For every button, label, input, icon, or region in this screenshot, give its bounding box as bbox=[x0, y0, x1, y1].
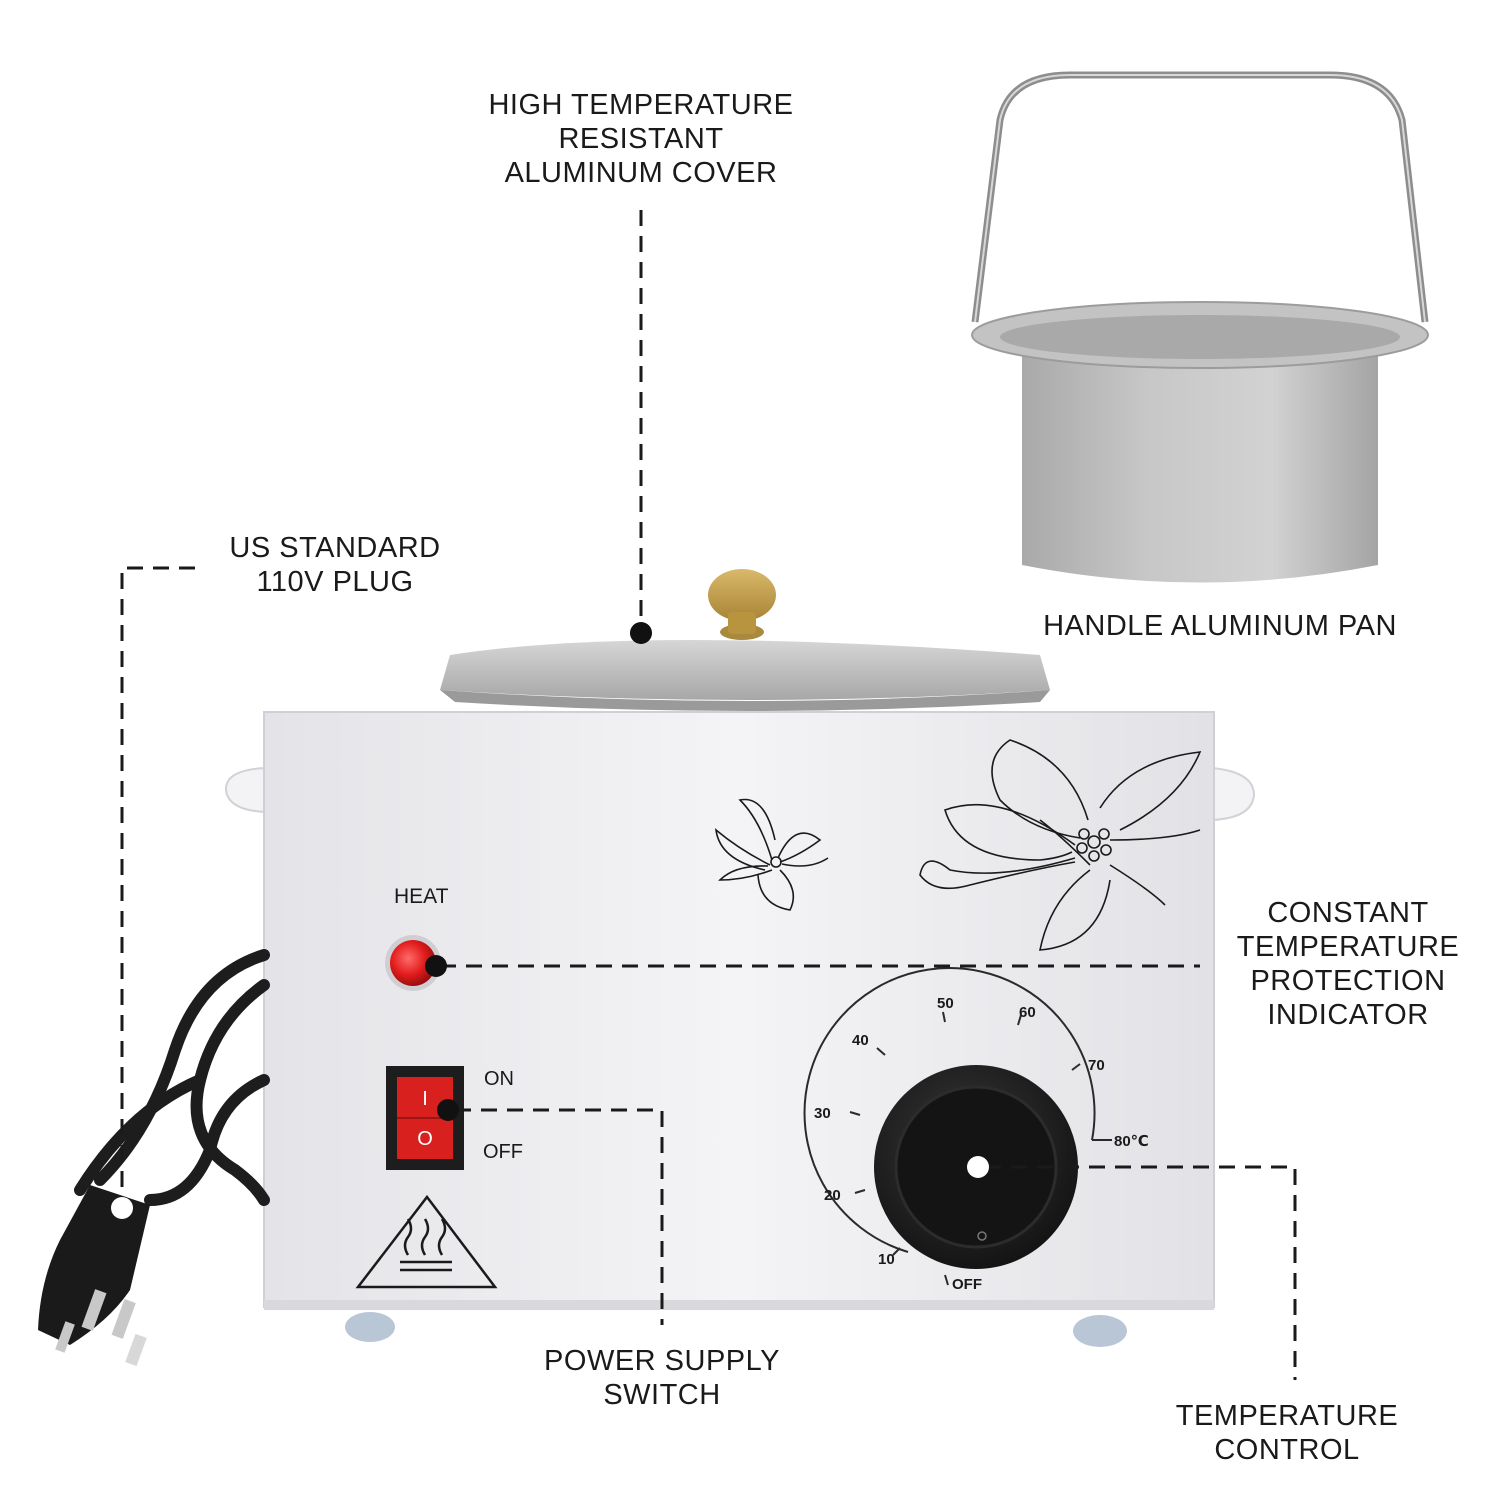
us-plug bbox=[38, 1185, 150, 1367]
heat-indicator-light bbox=[385, 935, 441, 991]
power-cord bbox=[74, 949, 270, 1206]
dial-label-30: 30 bbox=[814, 1105, 831, 1122]
hot-surface-warning-icon bbox=[355, 1194, 498, 1289]
callout-control: TEMPERATURE CONTROL bbox=[1175, 1400, 1399, 1466]
dial-label-off: OFF bbox=[952, 1276, 982, 1293]
aluminum-pan bbox=[971, 71, 1429, 583]
dial-label-50: 50 bbox=[937, 995, 954, 1012]
warmer-body bbox=[263, 711, 1215, 1310]
callout-pan: HANDLE ALUMINUM PAN bbox=[1043, 610, 1397, 642]
dial-label-40: 40 bbox=[852, 1032, 869, 1049]
dial-label-60: 60 bbox=[1019, 1004, 1036, 1021]
heat-label: HEAT bbox=[394, 885, 449, 908]
callout-cover: HIGH TEMPERATURE RESISTANT ALUMINUM COVE… bbox=[488, 89, 794, 189]
dial-label-80: 80℃ bbox=[1114, 1133, 1149, 1150]
power-switch[interactable]: I O bbox=[386, 1066, 464, 1170]
callout-plug: US STANDARD 110V PLUG bbox=[229, 532, 441, 598]
callout-switch: POWER SUPPLY SWITCH bbox=[544, 1345, 780, 1411]
dial-label-20: 20 bbox=[824, 1187, 841, 1204]
callout-indicator: CONSTANT TEMPERATURE PROTECTION INDICATO… bbox=[1236, 897, 1460, 1031]
callout-dots bbox=[111, 622, 989, 1219]
aluminum-lid bbox=[440, 569, 1050, 711]
on-label: ON bbox=[484, 1068, 514, 1090]
flower-decoration bbox=[714, 739, 1202, 951]
dial-label-10: 10 bbox=[878, 1251, 895, 1268]
switch-off-glyph: O bbox=[417, 1128, 433, 1150]
callout-leaders bbox=[120, 210, 1297, 1380]
dial-label-70: 70 bbox=[1088, 1057, 1105, 1074]
switch-on-glyph: I bbox=[422, 1088, 428, 1110]
off-label: OFF bbox=[483, 1141, 523, 1163]
